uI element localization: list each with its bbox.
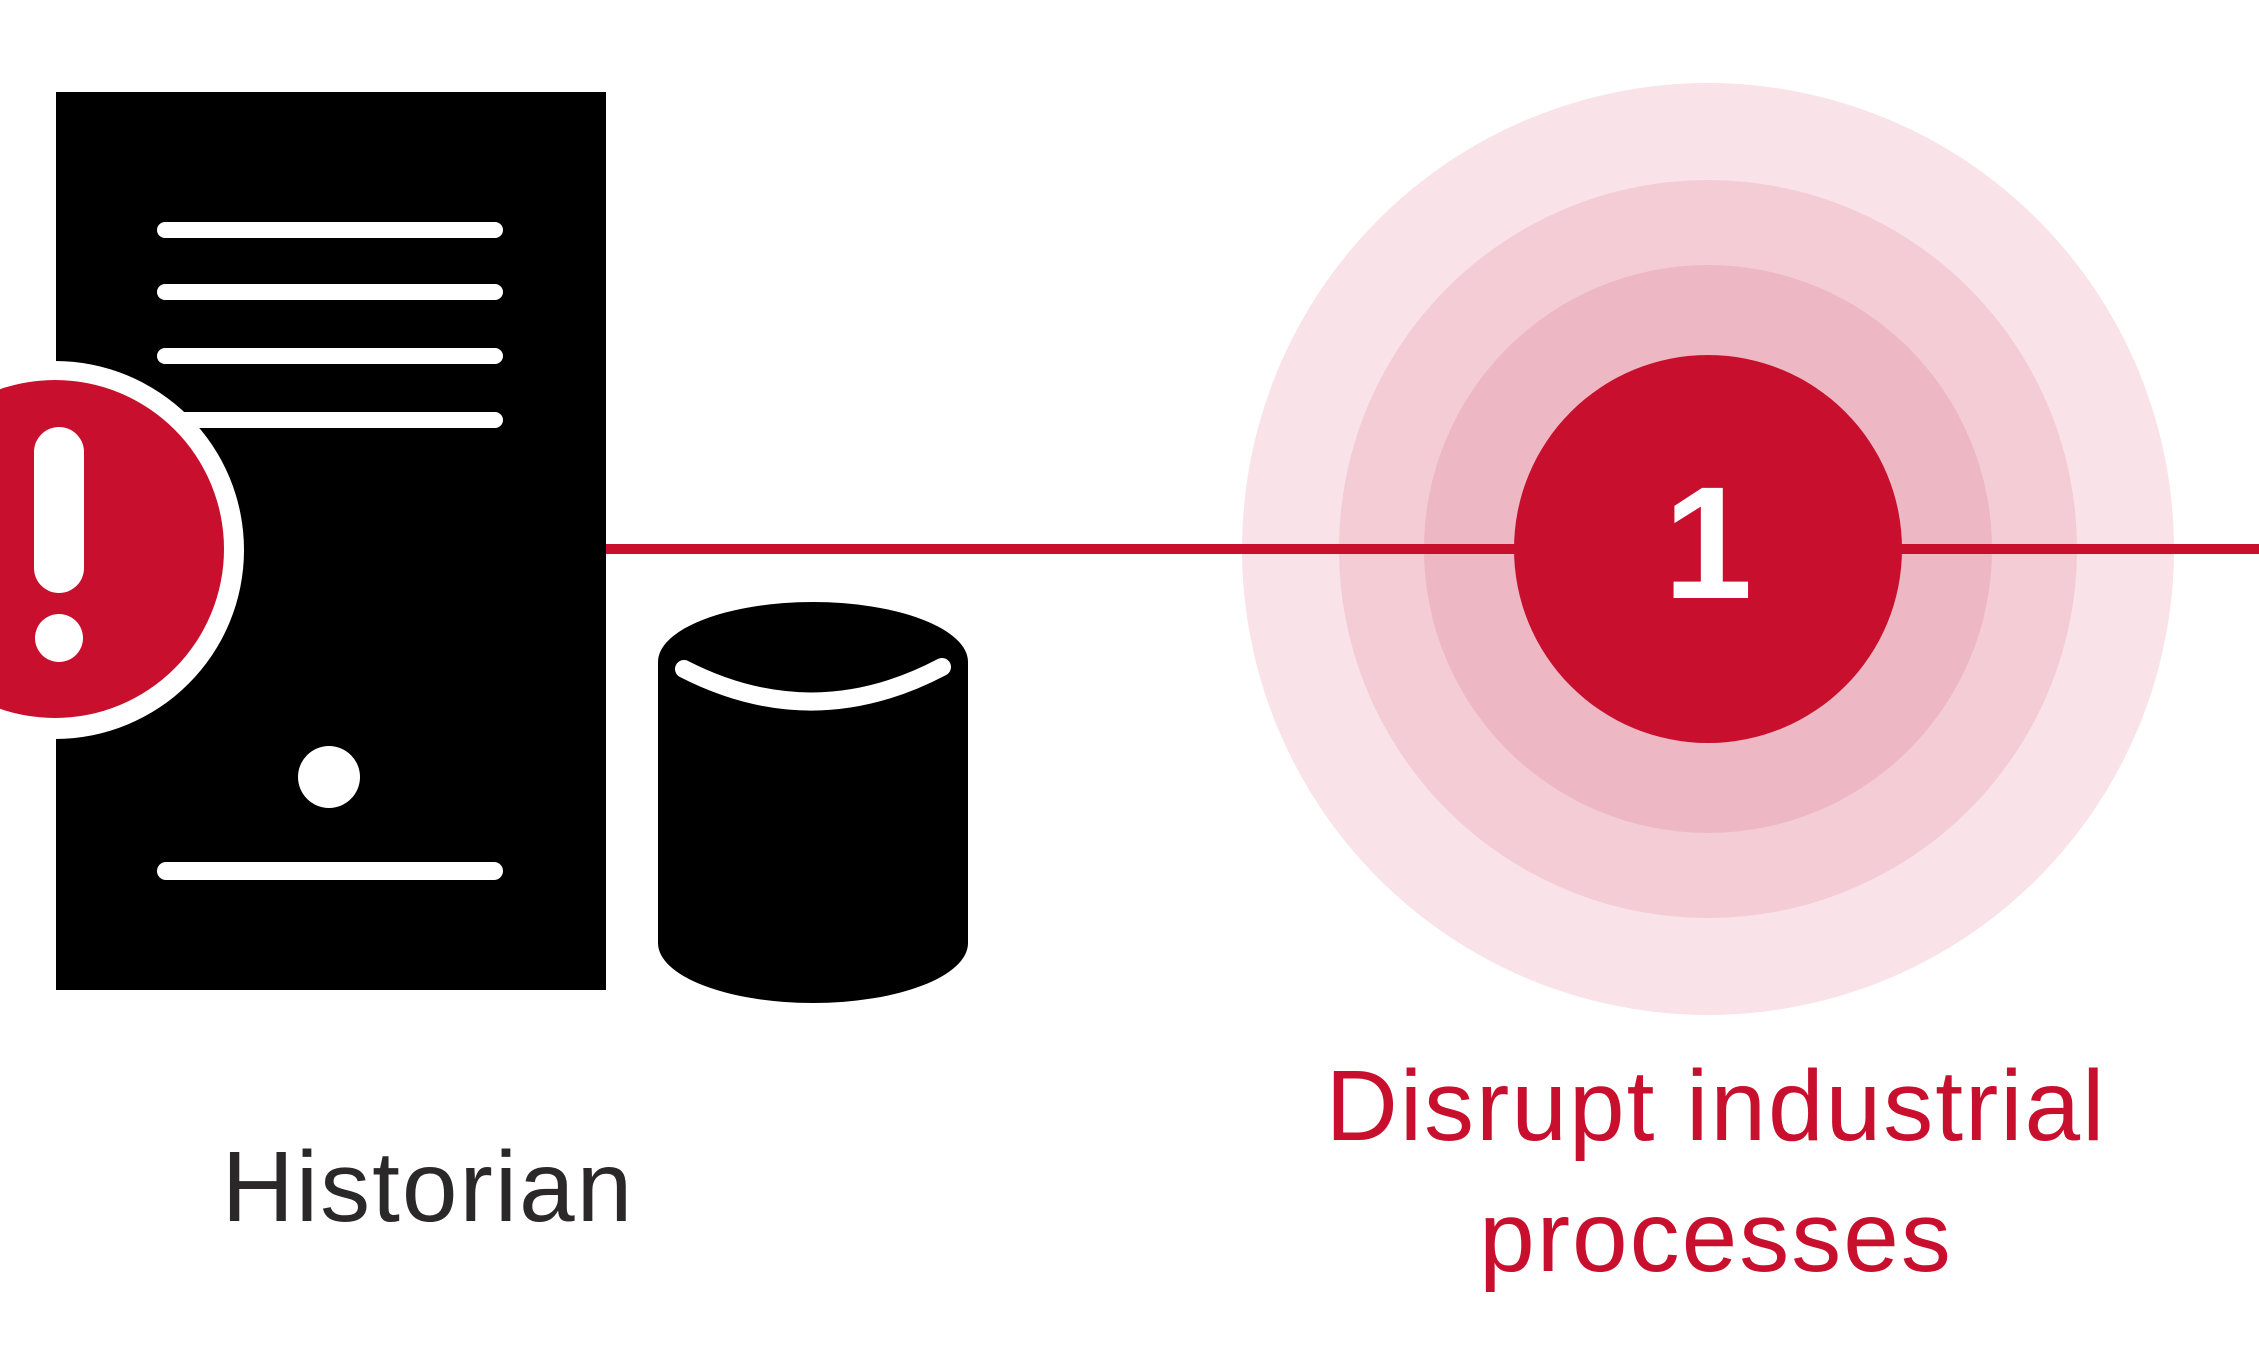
server-slot-line bbox=[157, 348, 503, 364]
server-slot-line bbox=[157, 284, 503, 300]
server-slot-line bbox=[157, 412, 503, 428]
database-body bbox=[658, 602, 968, 1003]
server-base-line bbox=[157, 862, 503, 880]
node-label: Historian bbox=[221, 1131, 635, 1243]
server-icon bbox=[56, 92, 606, 990]
exclamation-bar bbox=[34, 427, 84, 593]
step-circle bbox=[1514, 355, 1902, 743]
exclamation-icon bbox=[34, 427, 84, 662]
database-highlight-arc bbox=[675, 658, 951, 711]
connector-line bbox=[606, 544, 2259, 554]
exclamation-dot bbox=[35, 614, 83, 662]
step-label: Disrupt industrial processes bbox=[1116, 1041, 2259, 1303]
step-number: 1 bbox=[1663, 453, 1753, 632]
server-power-dot bbox=[298, 746, 360, 808]
step-label-line2: processes bbox=[1479, 1181, 1953, 1293]
database-icon bbox=[658, 602, 968, 1003]
server-slot-line bbox=[157, 222, 503, 238]
alert-badge bbox=[0, 361, 244, 739]
step-label-line1: Disrupt industrial bbox=[1325, 1050, 2107, 1162]
